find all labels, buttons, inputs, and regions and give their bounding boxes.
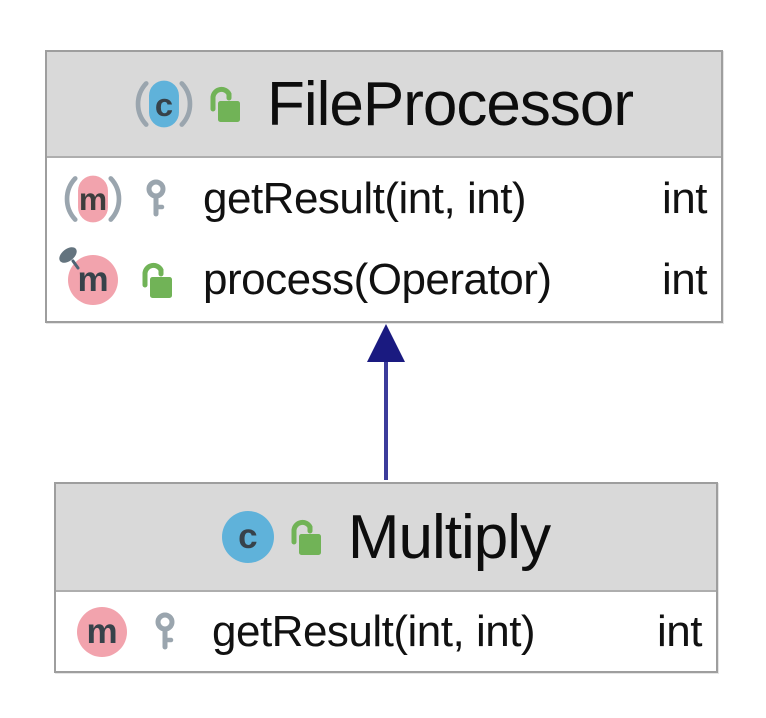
method-row[interactable]: m getResult(int, int) int [47, 158, 721, 240]
method-icon: m [77, 606, 127, 657]
method-return-type: int [662, 173, 707, 223]
open-lock-icon [142, 263, 172, 299]
pin-icon [59, 247, 80, 270]
class-node-multiply[interactable]: c Multiply m [54, 482, 718, 673]
method-signature: getResult(int, int) [203, 173, 527, 223]
class-name: Multiply [347, 502, 551, 572]
method-signature: process(Operator) [203, 255, 552, 305]
abstract-method-icon: m [64, 175, 122, 223]
method-row[interactable]: m process(Operator) in [47, 239, 721, 321]
protected-key-icon [146, 179, 166, 217]
abstract-class-icon: c [135, 80, 193, 128]
class-icon: c [221, 511, 274, 563]
class-member-list: m getResult(int, int) int m [47, 158, 721, 321]
class-name: FileProcessor [267, 69, 634, 139]
inheritance-arrow-line[interactable] [384, 358, 388, 480]
protected-key-icon [155, 612, 175, 649]
open-lock-icon [291, 519, 321, 555]
method-return-type: int [662, 255, 707, 305]
class-header: c FileProcessor [47, 52, 721, 158]
class-header: c Multiply [56, 484, 716, 592]
icon-letter: m [79, 181, 107, 217]
icon-letter: c [238, 517, 258, 556]
method-return-type: int [657, 606, 702, 656]
icon-letter: c [155, 86, 173, 123]
icon-letter: m [77, 260, 109, 300]
final-method-icon: m [68, 255, 118, 306]
inheritance-arrow-head[interactable] [367, 324, 405, 362]
class-node-fileprocessor[interactable]: c FileProcessor m [45, 50, 723, 323]
method-signature: getResult(int, int) [212, 606, 536, 656]
class-member-list: m getResult(int, int) int [56, 592, 716, 671]
method-row[interactable]: m getResult(int, int) int [56, 592, 716, 671]
icon-letter: m [86, 611, 118, 651]
open-lock-icon [210, 86, 240, 122]
